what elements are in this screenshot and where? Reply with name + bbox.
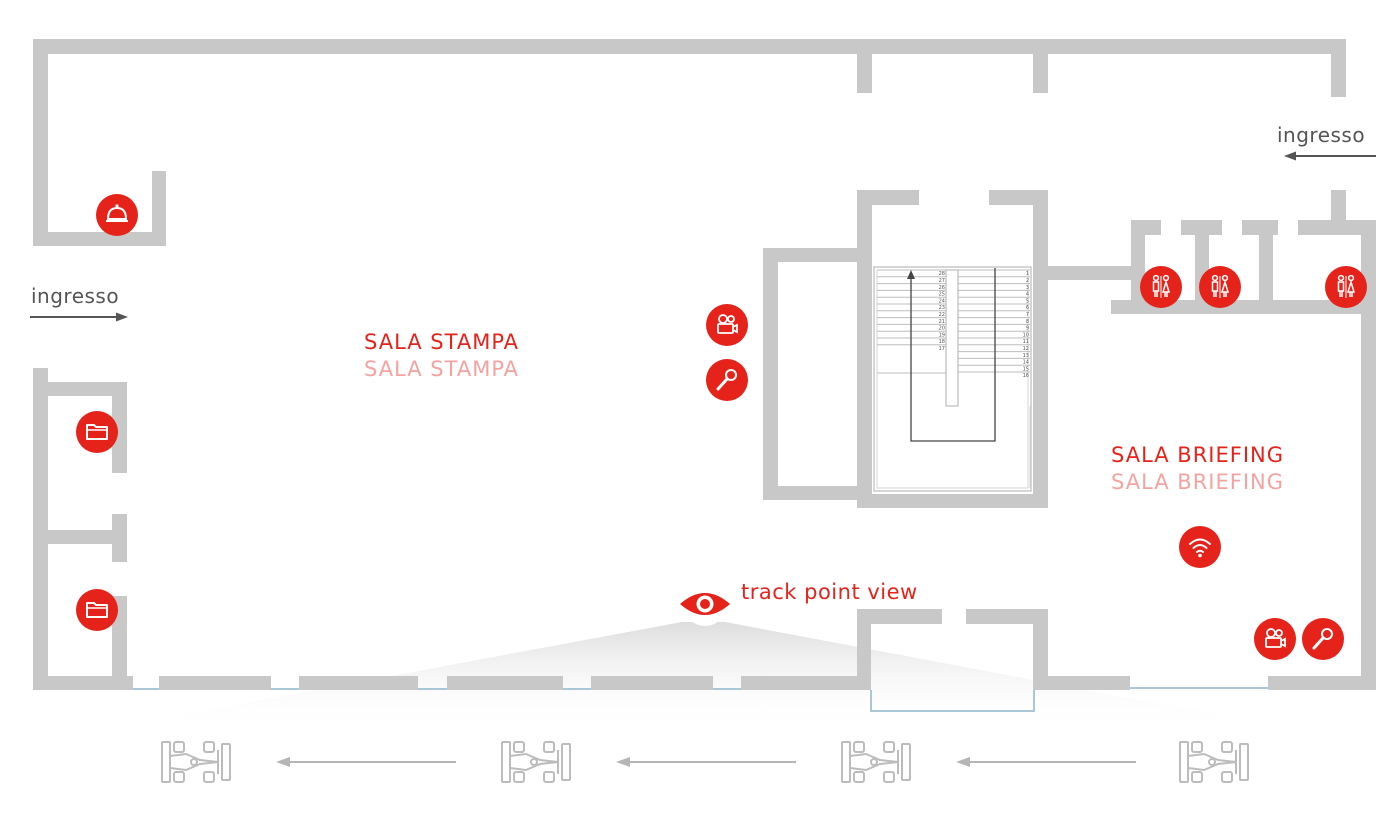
stair-step-number: 18	[939, 339, 945, 345]
restroom-icon[interactable]	[1325, 266, 1367, 308]
stair-step-number: 12	[1023, 346, 1029, 352]
stair-step-number: 14	[1023, 360, 1029, 366]
stair-step-number: 9	[1026, 326, 1029, 332]
stair-step-number: 23	[939, 305, 945, 311]
briefing-room-label-secondary: SALA BRIEFING	[1111, 470, 1285, 494]
wifi-icon[interactable]	[1179, 526, 1221, 568]
stair-step-number: 24	[939, 298, 945, 304]
stair-step-number: 1	[1026, 271, 1029, 277]
stair-step-number: 6	[1026, 305, 1029, 311]
stair-step-number: 8	[1026, 319, 1029, 325]
folder-icon[interactable]	[76, 411, 118, 453]
microphone-icon[interactable]	[706, 359, 748, 401]
stair-step-number: 11	[1023, 339, 1029, 345]
stair-step-number: 27	[939, 278, 945, 284]
folder-icon[interactable]	[76, 589, 118, 631]
stair-step-number: 15	[1023, 366, 1029, 372]
stair-step-number: 19	[939, 332, 945, 338]
video-camera-icon[interactable]	[1254, 618, 1296, 660]
microphone-icon[interactable]	[1302, 618, 1344, 660]
race-car-icon	[160, 738, 232, 786]
walls	[33, 39, 1376, 690]
track-point-view-label[interactable]: track point view	[741, 580, 918, 604]
video-camera-icon[interactable]	[706, 304, 748, 346]
restroom-icon[interactable]	[1140, 266, 1182, 308]
stair-step-number: 16	[1023, 373, 1029, 379]
race-car-icon	[840, 738, 912, 786]
entrance-right-label: ingresso	[1277, 123, 1366, 147]
eye-icon[interactable]	[680, 582, 730, 626]
stair-step-number: 2	[1026, 278, 1029, 284]
briefing-room-label: SALA BRIEFING	[1111, 443, 1285, 467]
race-car-icon	[500, 738, 572, 786]
stair-step-number: 3	[1026, 285, 1029, 291]
track-arrows	[276, 757, 1136, 767]
race-car-icon	[1178, 738, 1250, 786]
stair-step-number: 5	[1026, 298, 1029, 304]
stair-step-number: 28	[939, 271, 945, 277]
stair-step-number: 20	[939, 326, 945, 332]
windows	[133, 687, 1268, 712]
stair-step-number: 17	[939, 346, 945, 352]
press-room-label-secondary: SALA STAMPA	[364, 357, 520, 381]
entrance-left-label: ingresso	[31, 284, 120, 308]
stair-step-number: 4	[1026, 292, 1029, 298]
service-bell-icon[interactable]	[96, 194, 138, 236]
restroom-icon[interactable]	[1199, 266, 1241, 308]
entrance-arrow-left	[30, 312, 128, 322]
stair-step-number: 7	[1026, 312, 1029, 318]
press-room-label: SALA STAMPA	[364, 330, 520, 354]
stair-step-number: 13	[1023, 353, 1029, 359]
stair-step-number: 25	[939, 292, 945, 298]
stair-step-number: 10	[1023, 332, 1029, 338]
entrance-arrow-right	[1284, 151, 1376, 161]
stair-step-number: 21	[939, 319, 945, 325]
stair-step-number: 22	[939, 312, 945, 318]
stair-step-number: 26	[939, 285, 945, 291]
